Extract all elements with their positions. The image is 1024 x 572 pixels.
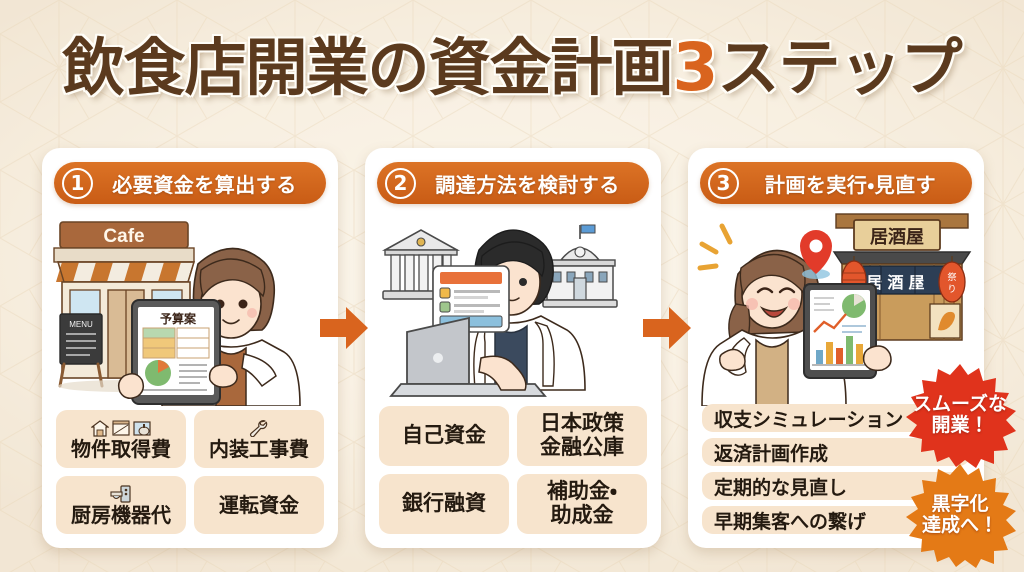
svg-text:Cafe: Cafe xyxy=(103,226,144,247)
tag-label: 運転資金 xyxy=(219,492,299,517)
wrench-icon xyxy=(250,420,268,438)
tag-label: 日本政策 金融公庫 xyxy=(540,411,624,459)
tag-property-cost[interactable]: 物件取得費 xyxy=(56,410,186,468)
step-2-label: 調達方法を検討する xyxy=(435,172,620,197)
step-1-illustration: Cafe MENU xyxy=(53,221,301,406)
arrow-step1-to-step2 xyxy=(320,307,368,349)
step-1-header: 1 必要資金を算出する xyxy=(54,162,326,204)
window-icon xyxy=(112,420,130,436)
step-2-illustration xyxy=(381,224,618,397)
step-card-2[interactable]: 2 調達方法を検討する xyxy=(365,148,661,548)
page-title-suffix: ステップ xyxy=(717,31,962,104)
tag-icon-group xyxy=(248,417,270,438)
tag-own-funds[interactable]: 自己資金 xyxy=(379,406,509,466)
equipment-icon xyxy=(133,421,151,436)
lantern-matsuri-icon: 祭 り xyxy=(938,256,966,303)
step-2-header: 2 調達方法を検討する xyxy=(377,162,649,204)
tag-icon-group xyxy=(91,417,151,437)
page-title: 飲食店開業の資金計画 3 ステップ xyxy=(0,22,1024,114)
starburst-shape xyxy=(906,364,1016,468)
svg-text:予算案: 予算案 xyxy=(160,311,197,326)
step-2-number: 2 xyxy=(385,167,416,199)
tag-label: 補助金・ 助成金 xyxy=(546,479,618,527)
step-1-number: 1 xyxy=(62,167,93,199)
svg-text:居酒屋: 居酒屋 xyxy=(870,226,924,248)
step-3-label: 計画を実行・見直す xyxy=(764,172,937,197)
step-1-label: 必要資金を算出する xyxy=(112,172,297,197)
step-card-3[interactable]: 3 計画を実行・見直す 居酒屋 居酒屋 xyxy=(688,148,984,548)
list-item-repayment-plan[interactable]: 返済計画作成 xyxy=(702,438,970,466)
tag-icon-group xyxy=(110,483,132,503)
menu-chalkboard-icon: MENU xyxy=(58,313,104,388)
laptop-icon xyxy=(389,316,547,397)
svg-text:祭: 祭 xyxy=(947,271,956,283)
page-title-number: 3 xyxy=(672,29,719,106)
step-3-header: 3 計画を実行・見直す xyxy=(700,162,972,204)
tag-bank-loan[interactable]: 銀行融資 xyxy=(379,474,509,534)
svg-text:り: り xyxy=(947,284,956,295)
tag-label: 銀行融資 xyxy=(402,491,486,516)
badge-label: スムーズな 開業！ xyxy=(912,392,1008,436)
page-title-main: 飲食店開業の資金計画 xyxy=(62,31,674,104)
step-card-1[interactable]: 1 必要資金を算出する Cafe M xyxy=(42,148,338,548)
badge-smooth-opening: スムーズな 開業！ xyxy=(898,362,1022,468)
government-building-icon xyxy=(542,224,618,308)
analytics-tablet-icon xyxy=(803,283,892,379)
tag-kitchen-equipment-cost[interactable]: 厨房機器代 xyxy=(56,476,186,534)
checklist-bubble-icon xyxy=(432,265,510,348)
tag-jfc-loan[interactable]: 日本政策 金融公庫 xyxy=(517,406,647,466)
location-pin-icon xyxy=(800,230,832,279)
house-icon xyxy=(91,420,109,437)
step-3-illustration: 居酒屋 居酒屋 xyxy=(697,213,972,406)
step-2-tag-grid: 自己資金 日本政策 金融公庫 銀行融資 補助金・ 助成金 xyxy=(379,406,647,534)
arrow-step2-to-step3 xyxy=(643,307,691,349)
svg-text:MENU: MENU xyxy=(69,320,93,329)
step-3-number: 3 xyxy=(708,167,739,199)
budget-tablet-icon: 予算案 xyxy=(117,299,238,405)
badge-label: 黒字化 達成へ！ xyxy=(921,492,998,536)
tag-interior-construction-cost[interactable]: 内装工事費 xyxy=(194,410,324,468)
tag-working-capital[interactable]: 運転資金 xyxy=(194,476,324,534)
tag-label: 物件取得費 xyxy=(71,437,171,462)
kitchen-machine-icon xyxy=(110,485,131,503)
step-1-tag-grid: 物件取得費 内装工事費 厨房機器代 運転資金 xyxy=(56,410,324,534)
tag-label: 自己資金 xyxy=(402,423,486,448)
tag-subsidy-grant[interactable]: 補助金・ 助成金 xyxy=(517,474,647,534)
starburst-shape xyxy=(906,464,1016,568)
badge-profitability-achieved: 黒字化 達成へ！ xyxy=(898,462,1022,568)
tag-label: 厨房機器代 xyxy=(71,503,171,528)
sparkle-icon xyxy=(697,223,733,271)
tag-label: 内装工事費 xyxy=(209,437,309,462)
